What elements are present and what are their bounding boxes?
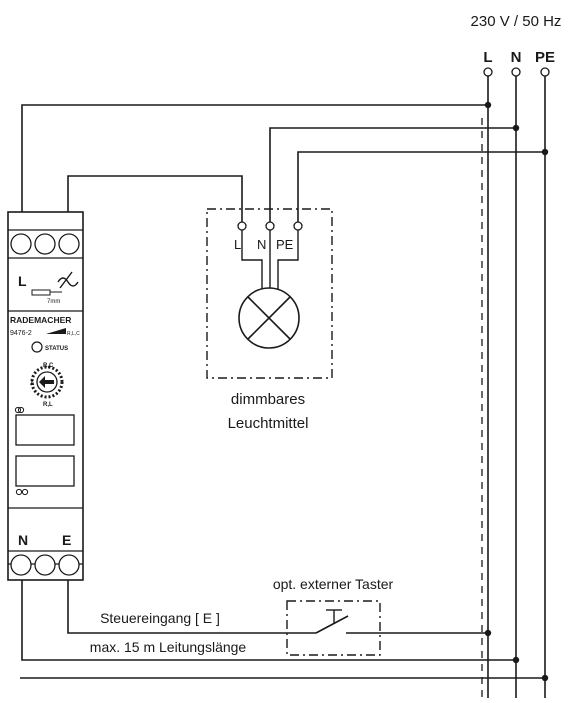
lamp-cross-b: [247, 296, 291, 340]
supply-terminal-pe-label: PE: [535, 49, 555, 66]
supply-voltage-label: 230 V / 50 Hz: [471, 13, 562, 30]
lamp-terminal-pe: [293, 221, 303, 231]
device-screw-bottom-3: [58, 554, 80, 576]
lamp-internal-wire-l: [241, 230, 263, 290]
switch-label: opt. externer Taster: [273, 576, 394, 592]
wire-dimmer-output: [67, 175, 243, 222]
device-screw-bottom-1: [10, 554, 32, 576]
dimmer-output-icon: [57, 277, 79, 287]
control-input-label: Steuereingang [ E ]: [100, 610, 220, 626]
dimming-ramp-icon: [46, 328, 66, 334]
marker-icon-b: [17, 406, 25, 414]
knob-scale: [30, 365, 64, 399]
knob-arrow-icon: [39, 376, 54, 388]
wire-device-n: [21, 580, 516, 661]
dimmer-output-icon-slash: [59, 271, 73, 289]
lamp-terminal-n: [265, 221, 275, 231]
knob-label-rl: R,L: [43, 402, 53, 408]
supply-terminal-n: [511, 67, 521, 77]
status-label: STATUS: [45, 346, 68, 352]
lamp-terminal-pe-label: PE: [276, 237, 294, 252]
device-model: 9476-2: [10, 330, 32, 337]
device-terminal-l-label: L: [18, 273, 27, 289]
device-terminal-n-label: N: [18, 532, 28, 548]
status-led: [31, 341, 43, 353]
strip-length-label: 7mm: [47, 299, 60, 305]
wire-pe-to-lamp: [297, 151, 545, 222]
knob-label-a: A: [30, 381, 35, 387]
wire-control-input: [67, 580, 316, 634]
lamp-terminal-l: [237, 221, 247, 231]
wire-n-to-lamp: [269, 127, 516, 222]
supply-terminal-pe: [540, 67, 550, 77]
device-screw-top-2: [34, 233, 56, 255]
marker-icon-a: [14, 406, 22, 414]
max-length-label: max. 15 m Leitungslänge: [90, 639, 247, 655]
switch-enclosure: [286, 600, 381, 656]
device-brand: RADEMACHER: [10, 315, 71, 325]
wire-l-to-device: [21, 104, 488, 212]
label-window-upper: [15, 414, 75, 446]
device-screw-bottom-2: [34, 554, 56, 576]
strip-length-icon: [31, 289, 51, 296]
lamp-internal-wire-pe: [277, 230, 299, 290]
marker-icon-c: [15, 488, 23, 496]
marker-icon-d: [21, 488, 29, 496]
label-window-lower: [15, 455, 75, 487]
lamp-enclosure: [206, 208, 333, 379]
lamp-terminal-n-label: N: [257, 237, 266, 252]
lamp-caption-line1: dimmbares: [231, 391, 305, 408]
lamp-terminal-l-label: L: [234, 237, 241, 252]
device-screw-top-1: [10, 233, 32, 255]
device-terminal-e-label: E: [62, 532, 71, 548]
device-screw-top-3: [58, 233, 80, 255]
supply-terminal-l-label: L: [483, 49, 492, 66]
supply-terminal-n-label: N: [511, 49, 522, 66]
switch-contact: [315, 615, 349, 634]
knob-label-rc: R,C: [43, 363, 54, 369]
supply-terminal-l: [483, 67, 493, 77]
device-load-type: R,L,C: [67, 331, 80, 337]
lamp-caption-line2: Leuchtmittel: [228, 415, 309, 432]
dimmer-device: L 7mm RADEMACHER 9476-2 R,L,C STATUS R,C…: [7, 211, 84, 581]
